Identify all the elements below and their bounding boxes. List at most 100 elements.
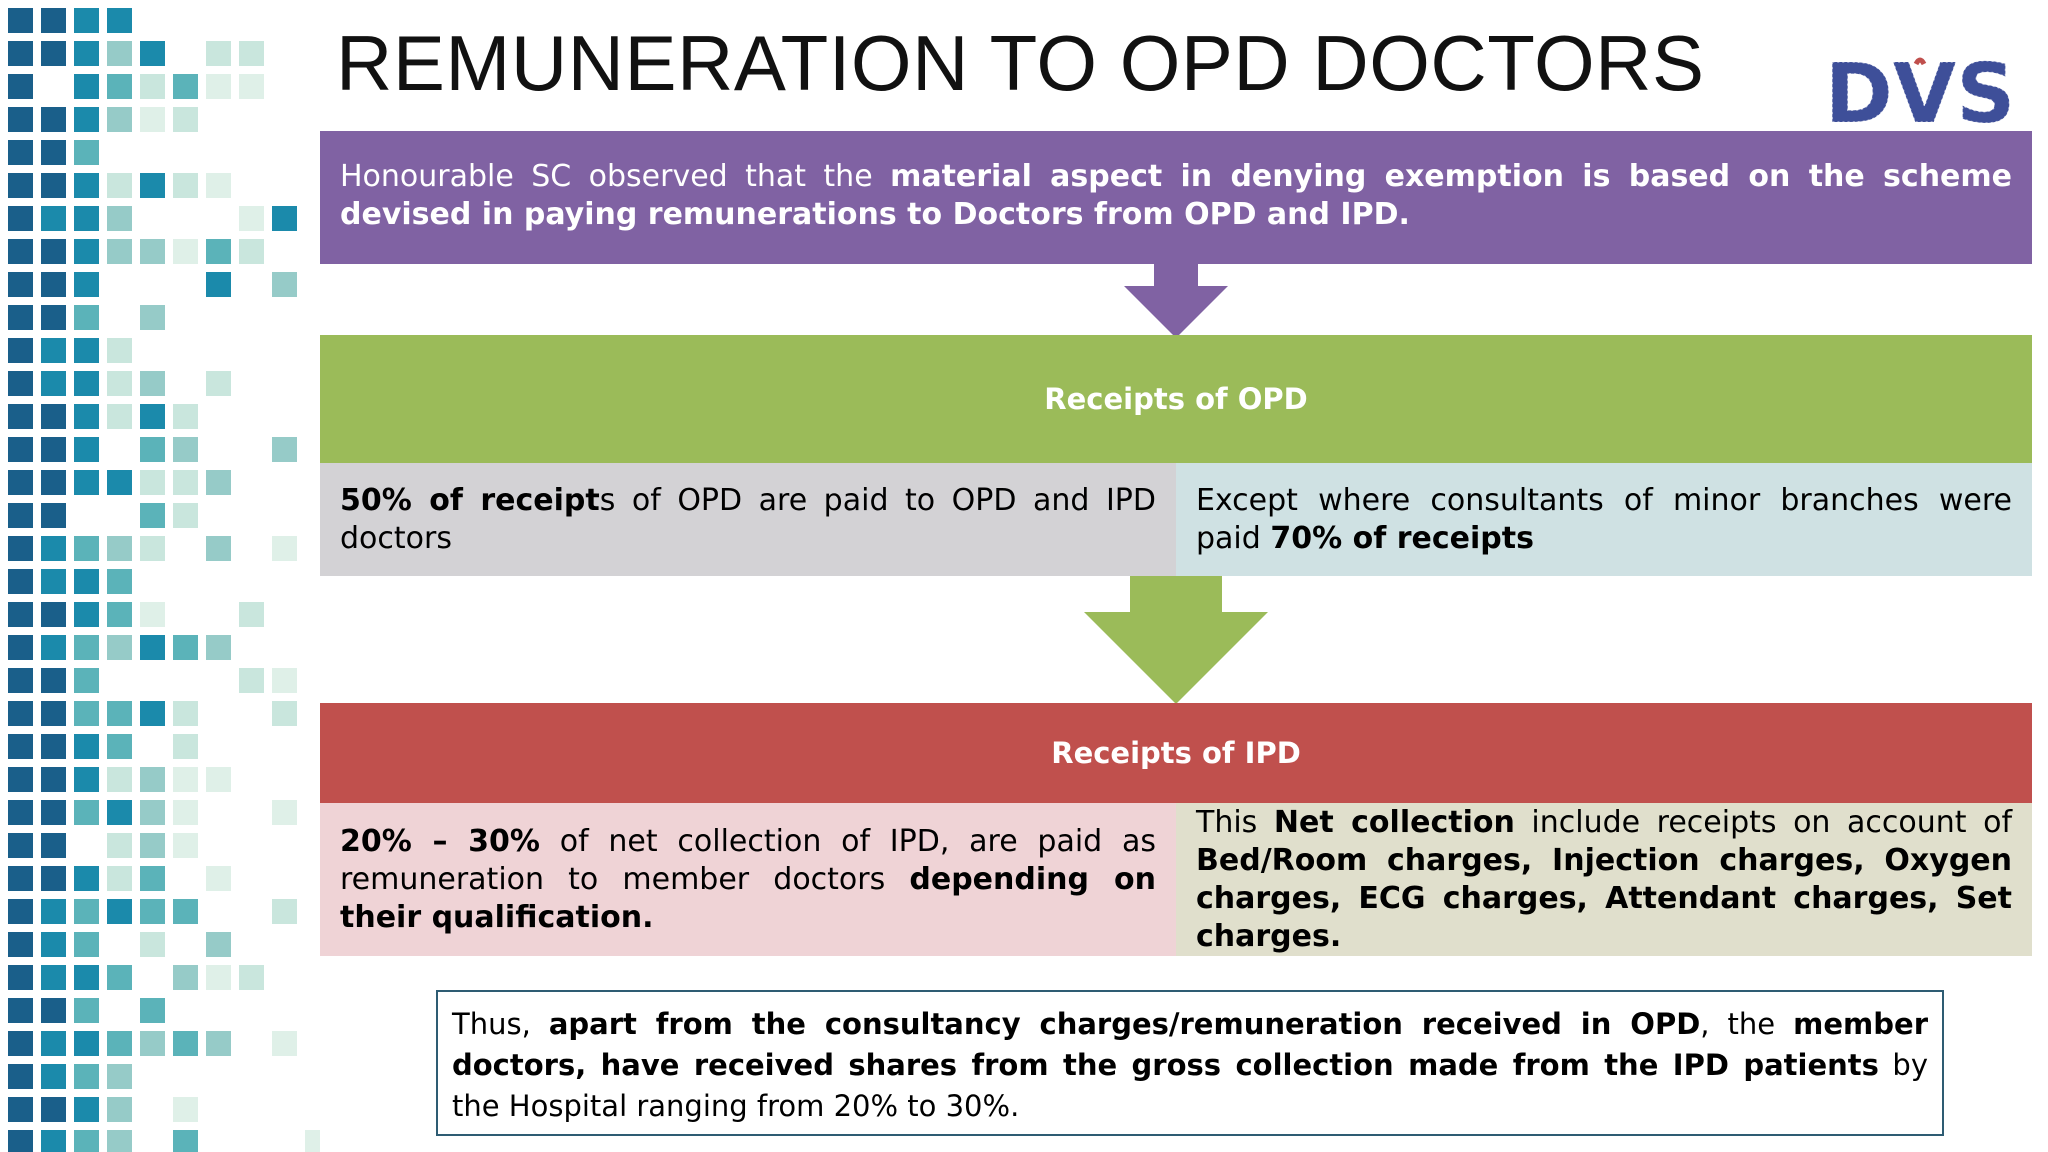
mosaic-square <box>8 305 33 330</box>
mosaic-square <box>8 8 33 33</box>
summary-box: Thus, apart from the consultancy charges… <box>436 990 1944 1136</box>
mosaic-square <box>8 107 33 132</box>
mosaic-square <box>8 470 33 495</box>
mosaic-square <box>107 371 132 396</box>
mosaic-square <box>173 800 198 825</box>
mosaic-square <box>140 536 165 561</box>
mosaic-square <box>173 404 198 429</box>
mosaic-square <box>173 437 198 462</box>
mosaic-square <box>41 668 66 693</box>
mosaic-square <box>173 74 198 99</box>
mosaic-square <box>206 767 231 792</box>
mosaic-square <box>8 140 33 165</box>
mosaic-square <box>74 206 99 231</box>
mosaic-square <box>41 404 66 429</box>
mosaic-square <box>206 173 231 198</box>
mosaic-square <box>41 767 66 792</box>
mosaic-square <box>107 965 132 990</box>
mosaic-square <box>74 140 99 165</box>
mosaic-square <box>41 8 66 33</box>
mosaic-square <box>173 470 198 495</box>
mosaic-square <box>74 272 99 297</box>
mosaic-square <box>41 1097 66 1122</box>
mosaic-square <box>107 767 132 792</box>
mosaic-square <box>206 371 231 396</box>
mosaic-square <box>41 107 66 132</box>
mosaic-square <box>74 1064 99 1089</box>
mosaic-square <box>173 107 198 132</box>
mosaic-square <box>41 965 66 990</box>
mosaic-square <box>8 866 33 891</box>
mosaic-square <box>8 569 33 594</box>
mosaic-square <box>41 1130 66 1152</box>
mosaic-square <box>74 338 99 363</box>
intro-text: Honourable SC observed that the <box>340 159 891 194</box>
mosaic-square <box>272 1031 297 1056</box>
mosaic-square <box>107 602 132 627</box>
mosaic-square <box>74 1130 99 1152</box>
mosaic-square <box>140 800 165 825</box>
ipd-left-cell: 20% – 30% of net collection of IPD, are … <box>320 803 1176 956</box>
mosaic-square <box>107 536 132 561</box>
mosaic-square <box>173 833 198 858</box>
mosaic-square <box>206 239 231 264</box>
mosaic-square <box>74 1097 99 1122</box>
mosaic-square <box>239 74 264 99</box>
mosaic-square <box>107 734 132 759</box>
mosaic-square <box>74 470 99 495</box>
opd-header: Receipts of OPD <box>320 335 2032 463</box>
mosaic-square <box>140 173 165 198</box>
mosaic-square <box>41 470 66 495</box>
mosaic-square <box>305 1130 320 1152</box>
mosaic-square <box>41 503 66 528</box>
mosaic-square <box>107 1064 132 1089</box>
mosaic-square <box>206 1031 231 1056</box>
mosaic-square <box>239 965 264 990</box>
mosaic-square <box>239 239 264 264</box>
mosaic-square <box>8 833 33 858</box>
mosaic-square <box>140 107 165 132</box>
mosaic-square <box>74 701 99 726</box>
mosaic-square <box>206 74 231 99</box>
summary-text-2: , the <box>1700 1007 1794 1041</box>
mosaic-square <box>140 74 165 99</box>
mosaic-square <box>8 668 33 693</box>
mosaic-square <box>140 239 165 264</box>
mosaic-square <box>74 1031 99 1056</box>
mosaic-square <box>140 305 165 330</box>
mosaic-square <box>173 1097 198 1122</box>
mosaic-square <box>74 668 99 693</box>
mosaic-square <box>41 338 66 363</box>
mosaic-square <box>107 404 132 429</box>
mosaic-square <box>74 371 99 396</box>
mosaic-square <box>74 635 99 660</box>
opd-left-cell: 50% of receipts of OPD are paid to OPD a… <box>320 463 1176 576</box>
mosaic-square <box>140 602 165 627</box>
mosaic-square <box>140 437 165 462</box>
mosaic-square <box>41 371 66 396</box>
mosaic-square <box>74 536 99 561</box>
mosaic-square <box>107 1097 132 1122</box>
mosaic-square <box>206 635 231 660</box>
mosaic-square <box>41 932 66 957</box>
mosaic-square <box>8 1064 33 1089</box>
mosaic-square <box>140 635 165 660</box>
mosaic-square <box>8 371 33 396</box>
mosaic-square <box>140 932 165 957</box>
decorative-mosaic <box>8 8 320 1152</box>
mosaic-square <box>8 437 33 462</box>
summary-text-3: by the Hospital ranging from 20% to 30%. <box>452 1048 1928 1123</box>
ipd-left-text-1: of net collection of IPD, are paid as re… <box>340 823 1156 897</box>
mosaic-square <box>140 866 165 891</box>
mosaic-square <box>74 107 99 132</box>
mosaic-square <box>74 965 99 990</box>
mosaic-square <box>41 569 66 594</box>
ipd-right-cell: This Net collection include receipts on … <box>1176 803 2032 956</box>
mosaic-square <box>41 602 66 627</box>
opd-left-text: s of OPD are paid to OPD and IPD doctors <box>340 482 1156 556</box>
mosaic-square <box>107 239 132 264</box>
mosaic-square <box>107 569 132 594</box>
mosaic-square <box>107 41 132 66</box>
mosaic-square <box>206 41 231 66</box>
mosaic-square <box>173 1130 198 1152</box>
